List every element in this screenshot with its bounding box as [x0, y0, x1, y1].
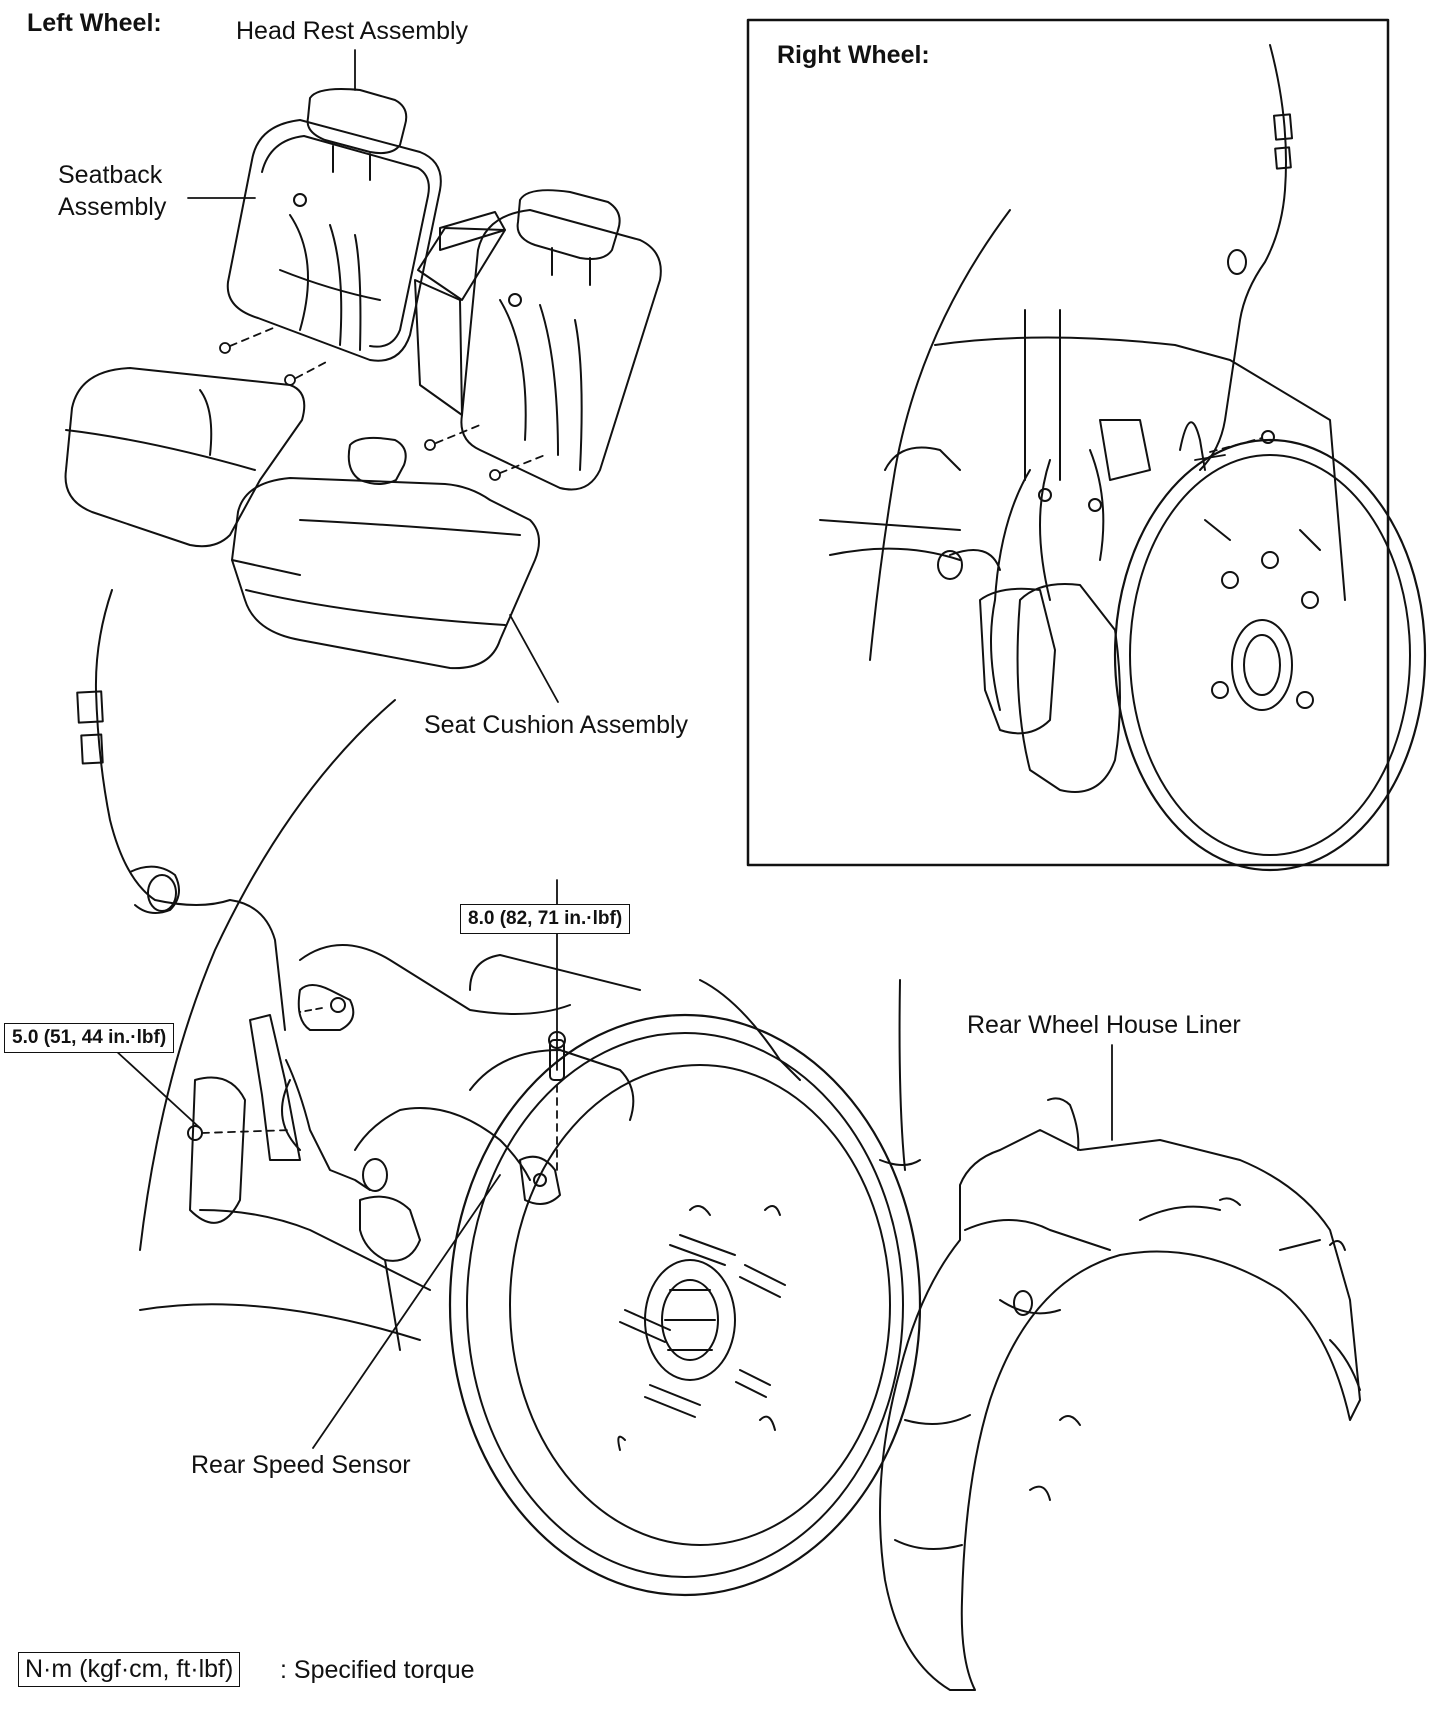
upper-bolt-torque-callout: 8.0 (82, 71 in.·lbf) — [460, 904, 631, 934]
seat-bolts — [220, 326, 545, 480]
torque-legend-meaning: : Specified torque — [280, 1656, 475, 1684]
leader-lines — [115, 50, 1112, 1448]
rear-wheel-house-liner-drawing — [880, 1098, 1360, 1690]
left-bolt-torque-callout: 5.0 (51, 44 in.·lbf) — [4, 1023, 175, 1053]
head-rest-left — [308, 89, 407, 180]
right-wheel-inset-frame — [748, 20, 1388, 865]
head-rest-right — [518, 190, 620, 285]
seatback-assembly-label-line2: Assembly — [58, 193, 167, 221]
seatback-assembly-left — [228, 120, 441, 361]
right-wheel-drawing — [820, 45, 1425, 870]
torque-unit-legend-box: N·m (kgf·cm, ft·lbf) — [18, 1652, 241, 1687]
seatback-assembly-right — [415, 210, 661, 490]
head-rest-assembly-label: Head Rest Assembly — [236, 17, 469, 45]
rear-speed-sensor-label: Rear Speed Sensor — [191, 1451, 411, 1479]
left-wheel-section-title: Left Wheel: — [27, 9, 162, 37]
right-wheel-section-title: Right Wheel: — [777, 41, 930, 69]
seatback-assembly-label-line1: Seatback — [58, 161, 163, 189]
seat-cushion-right — [232, 438, 539, 668]
inset-bolt-leader — [1195, 455, 1225, 460]
rear-wheel-house-liner-label: Rear Wheel House Liner — [967, 1011, 1241, 1039]
left-wheel-drawing — [77, 590, 920, 1595]
seat-cushion-left — [66, 368, 305, 546]
seat-cushion-assembly-label: Seat Cushion Assembly — [424, 711, 689, 739]
